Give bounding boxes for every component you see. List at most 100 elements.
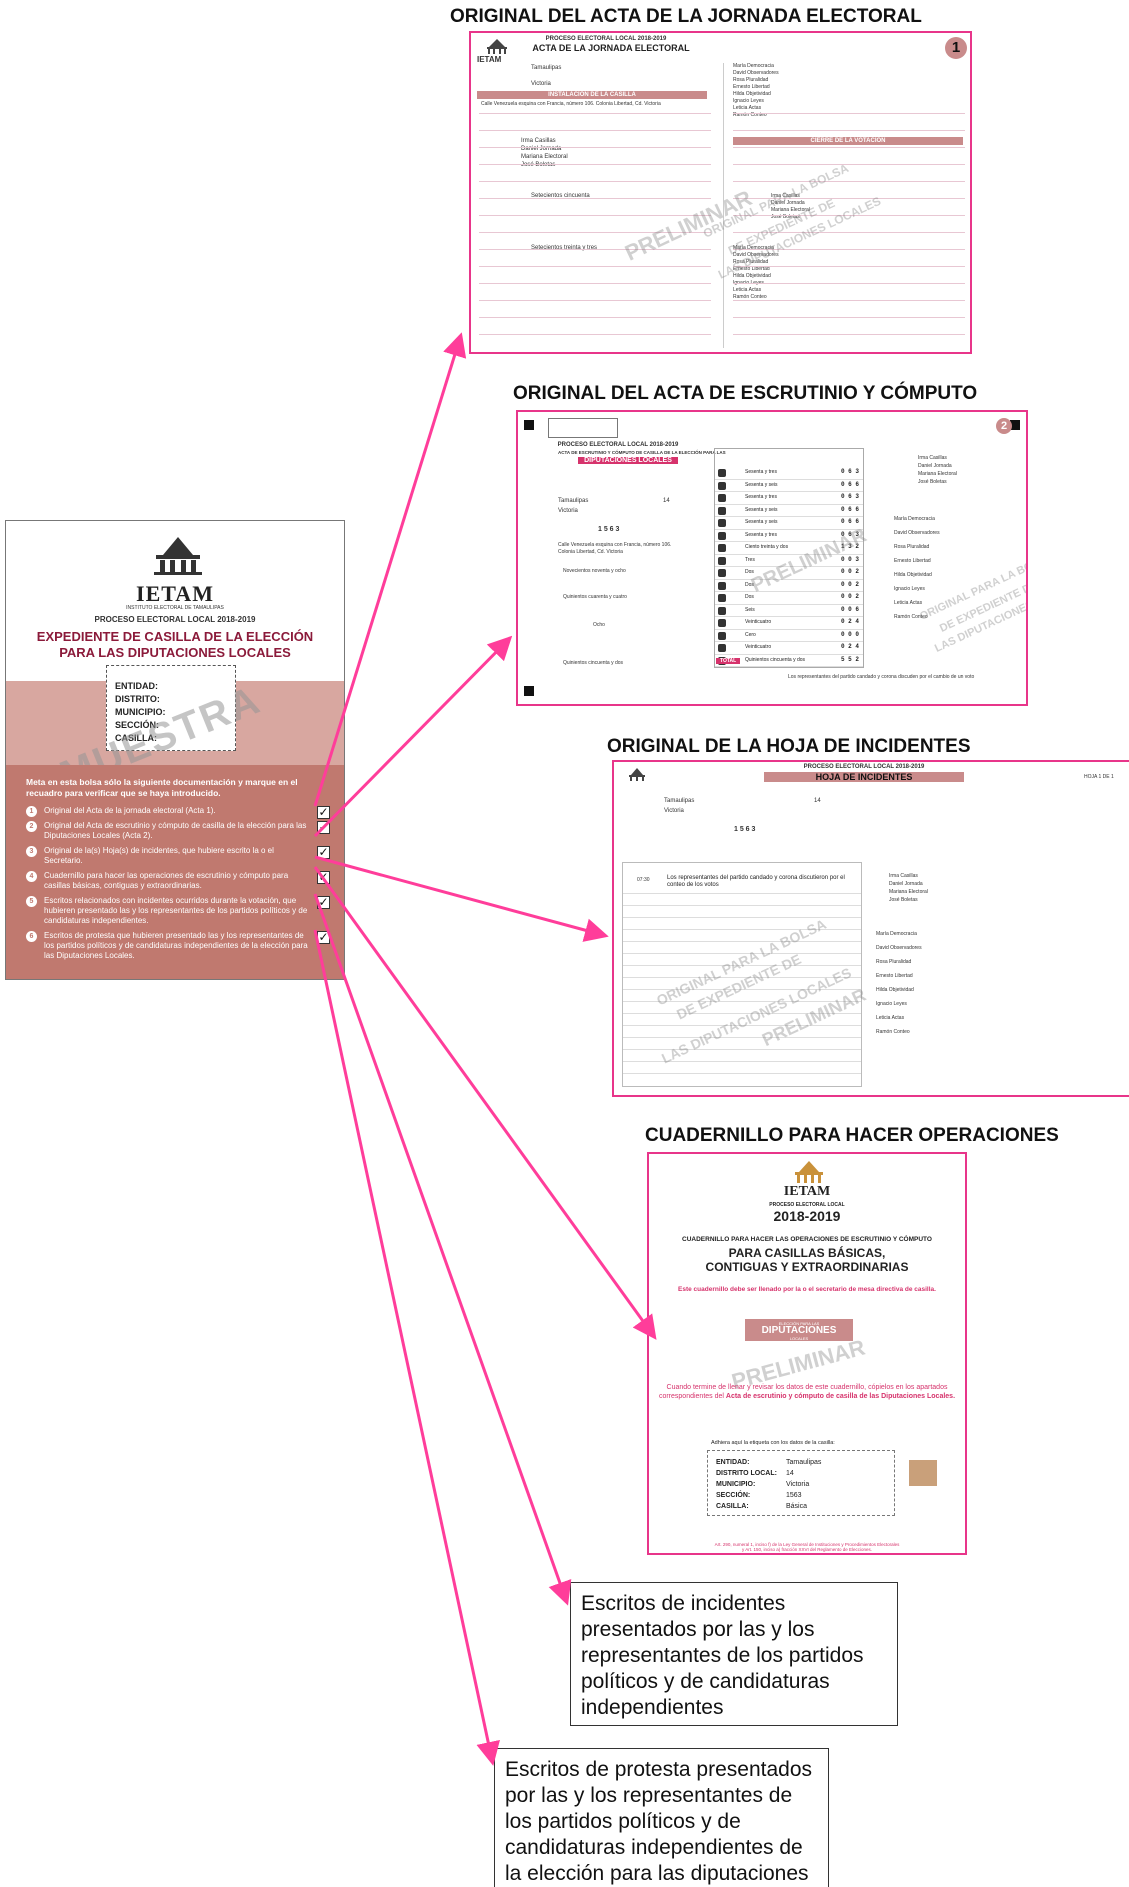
checkbox-3[interactable]: ✓ — [317, 845, 330, 860]
result-label: Cero — [745, 631, 756, 638]
cuad-sticker-row-1: ENTIDAD:Tamaulipas — [716, 1457, 894, 1468]
sticker-value: Victoria — [786, 1481, 810, 1488]
official-name: José Boletas — [771, 214, 800, 220]
result-value: 0 0 6 — [840, 605, 859, 613]
acta2-municipality: Victoria — [558, 508, 578, 514]
cuadernillo-document: IETAM PROCESO ELECTORAL LOCAL 2018-2019 … — [647, 1152, 967, 1555]
envelope: IETAM INSTITUTO ELECTORAL DE TAMAULIPAS … — [5, 520, 345, 980]
envelope-title: EXPEDIENTE DE CASILLA DE LA ELECCIÓN PAR… — [6, 629, 344, 660]
result-value: 0 0 2 — [840, 580, 859, 588]
acta2-black-marker-tr — [1010, 420, 1020, 430]
sticker-label: MUNICIPIO: — [716, 1481, 756, 1488]
item-text: Original del Acta de escrutinio y cómput… — [44, 821, 307, 841]
acta2-colony: Colonia Libertad, Cd. Victoria — [558, 549, 623, 555]
cuad-footer-1: Art. 290, numeral 1, inciso f) de la Ley… — [714, 1542, 900, 1547]
checkbox-2[interactable]: ✓ — [317, 820, 330, 835]
rep-name: Ignacio Leyes — [894, 586, 925, 592]
acta1-divider — [723, 63, 724, 348]
sticker-label: DISTRITO LOCAL: — [716, 1470, 777, 1477]
acta2-total3: Ocho — [593, 622, 605, 628]
item-text: Original del Acta de la jornada electora… — [44, 806, 216, 816]
rep-name: Ignacio Leyes — [876, 1001, 907, 1007]
official-name: Mariana Electoral — [918, 471, 957, 477]
cuad-line3: CONTIGUAS Y EXTRAORDINARIAS — [705, 1260, 909, 1274]
rep-name: David Observadores — [733, 70, 779, 76]
rep-name: Ernesto Libertad — [894, 558, 931, 564]
result-value: 0 2 4 — [840, 618, 859, 625]
rep-name: Leticia Actas — [876, 1015, 905, 1021]
party-icon — [718, 481, 726, 490]
item-number: 6 — [26, 931, 37, 943]
sticker-label: CASILLA: — [716, 1503, 749, 1510]
rep-name: María Democracia — [733, 63, 774, 69]
form-line — [733, 130, 965, 131]
envelope-logo-sub: INSTITUTO ELECTORAL DE TAMAULIPAS — [126, 605, 224, 611]
acta1-process: PROCESO ELECTORAL LOCAL 2018-2019 — [545, 36, 667, 42]
acta1-document: IETAM PROCESO ELECTORAL LOCAL 2018-2019 … — [469, 31, 972, 354]
cuad-line2: PARA CASILLAS BÁSICAS, — [728, 1246, 886, 1260]
cuad-section-title: CUADERNILLO PARA HACER OPERACIONES — [645, 1125, 1059, 1146]
result-value: 5 5 2 — [840, 655, 859, 663]
form-line — [623, 1013, 861, 1014]
acta2-address: Calle Venezuela esquina con Francia, núm… — [558, 542, 672, 548]
sticker-value: 1563 — [786, 1492, 802, 1499]
rep-name: María Democracia — [733, 245, 774, 251]
form-line — [623, 1001, 861, 1002]
item-text: Cuadernillo para hacer las operaciones d… — [44, 871, 289, 891]
sticker-value: Tamaulipas — [786, 1459, 822, 1466]
party-icon — [718, 544, 726, 552]
checkbox-6[interactable]: ✓ — [317, 930, 330, 945]
acta2-note: Los representantes del partido candado y… — [788, 674, 975, 680]
hoja-incident-table: 07:30 Los representantes del partido can… — [622, 862, 862, 1087]
form-line — [623, 941, 861, 942]
result-label: Dos — [745, 581, 754, 588]
cuad-sticker-row-4: SECCIÓN:1563 — [716, 1490, 894, 1501]
rep-name: María Democracia — [876, 931, 917, 937]
official-name: Daniel Jornada — [889, 881, 923, 887]
cuad-instr-line: correspondientes del Acta de escrutinio … — [657, 1393, 957, 1402]
result-value: 0 6 3 — [840, 530, 859, 538]
result-value: 0 6 6 — [840, 480, 859, 488]
checkbox-5[interactable]: ✓ — [317, 895, 330, 910]
result-label: Tres — [745, 556, 755, 563]
form-line — [623, 1073, 861, 1074]
result-label: Sesenta y tres — [745, 494, 777, 500]
envelope-instruction: Meta en esta bolsa sólo la siguiente doc… — [26, 777, 298, 798]
form-line — [479, 334, 711, 335]
party-icon — [718, 581, 726, 590]
acta2-badge: 2 — [996, 418, 1012, 434]
acta1-amount: Setecientos cincuenta — [531, 193, 590, 199]
form-line — [733, 215, 965, 216]
hoja-section: 1 5 6 3 — [734, 826, 756, 833]
rep-name: Ramón Conteo — [733, 112, 767, 118]
rep-name: Rosa Pluralidad — [733, 259, 769, 265]
official-name: Daniel Jornada — [771, 200, 805, 206]
cuad-logo — [784, 1158, 834, 1188]
party-icon — [718, 556, 726, 565]
result-value: 0 6 3 — [840, 493, 859, 500]
cuad-instr-b: correspondientes del — [658, 1392, 726, 1400]
official-name: Daniel Jornada — [521, 146, 562, 152]
rep-name: David Observadores — [894, 530, 940, 536]
acta2-band: DIPUTACIONES LOCALES — [578, 457, 678, 464]
hoja-logo — [622, 766, 652, 786]
envelope-title-line1: EXPEDIENTE DE CASILLA DE LA ELECCIÓN — [36, 629, 314, 644]
envelope-field-seccion: SECCIÓN: — [115, 720, 160, 730]
party-icon — [718, 519, 726, 527]
envelope-process: PROCESO ELECTORAL LOCAL 2018-2019 — [94, 615, 256, 624]
result-label: Sesenta y seis — [745, 481, 778, 488]
hoja-officials: Irma Casillas Daniel Jornada Mariana Ele… — [889, 872, 928, 904]
result-label: Veinticuatro — [745, 619, 772, 625]
checkbox-1[interactable]: ✓ — [317, 805, 330, 820]
item-text: Escritos de protesta que hubieren presen… — [44, 931, 308, 961]
item-number: 4 — [26, 871, 37, 883]
acta2-total4: Quinientos cincuenta y dos — [563, 660, 624, 666]
cuad-sticker-box: ENTIDAD:Tamaulipas DISTRITO LOCAL:14 MUN… — [707, 1450, 895, 1516]
checkbox-4[interactable]: ✓ — [317, 870, 330, 885]
